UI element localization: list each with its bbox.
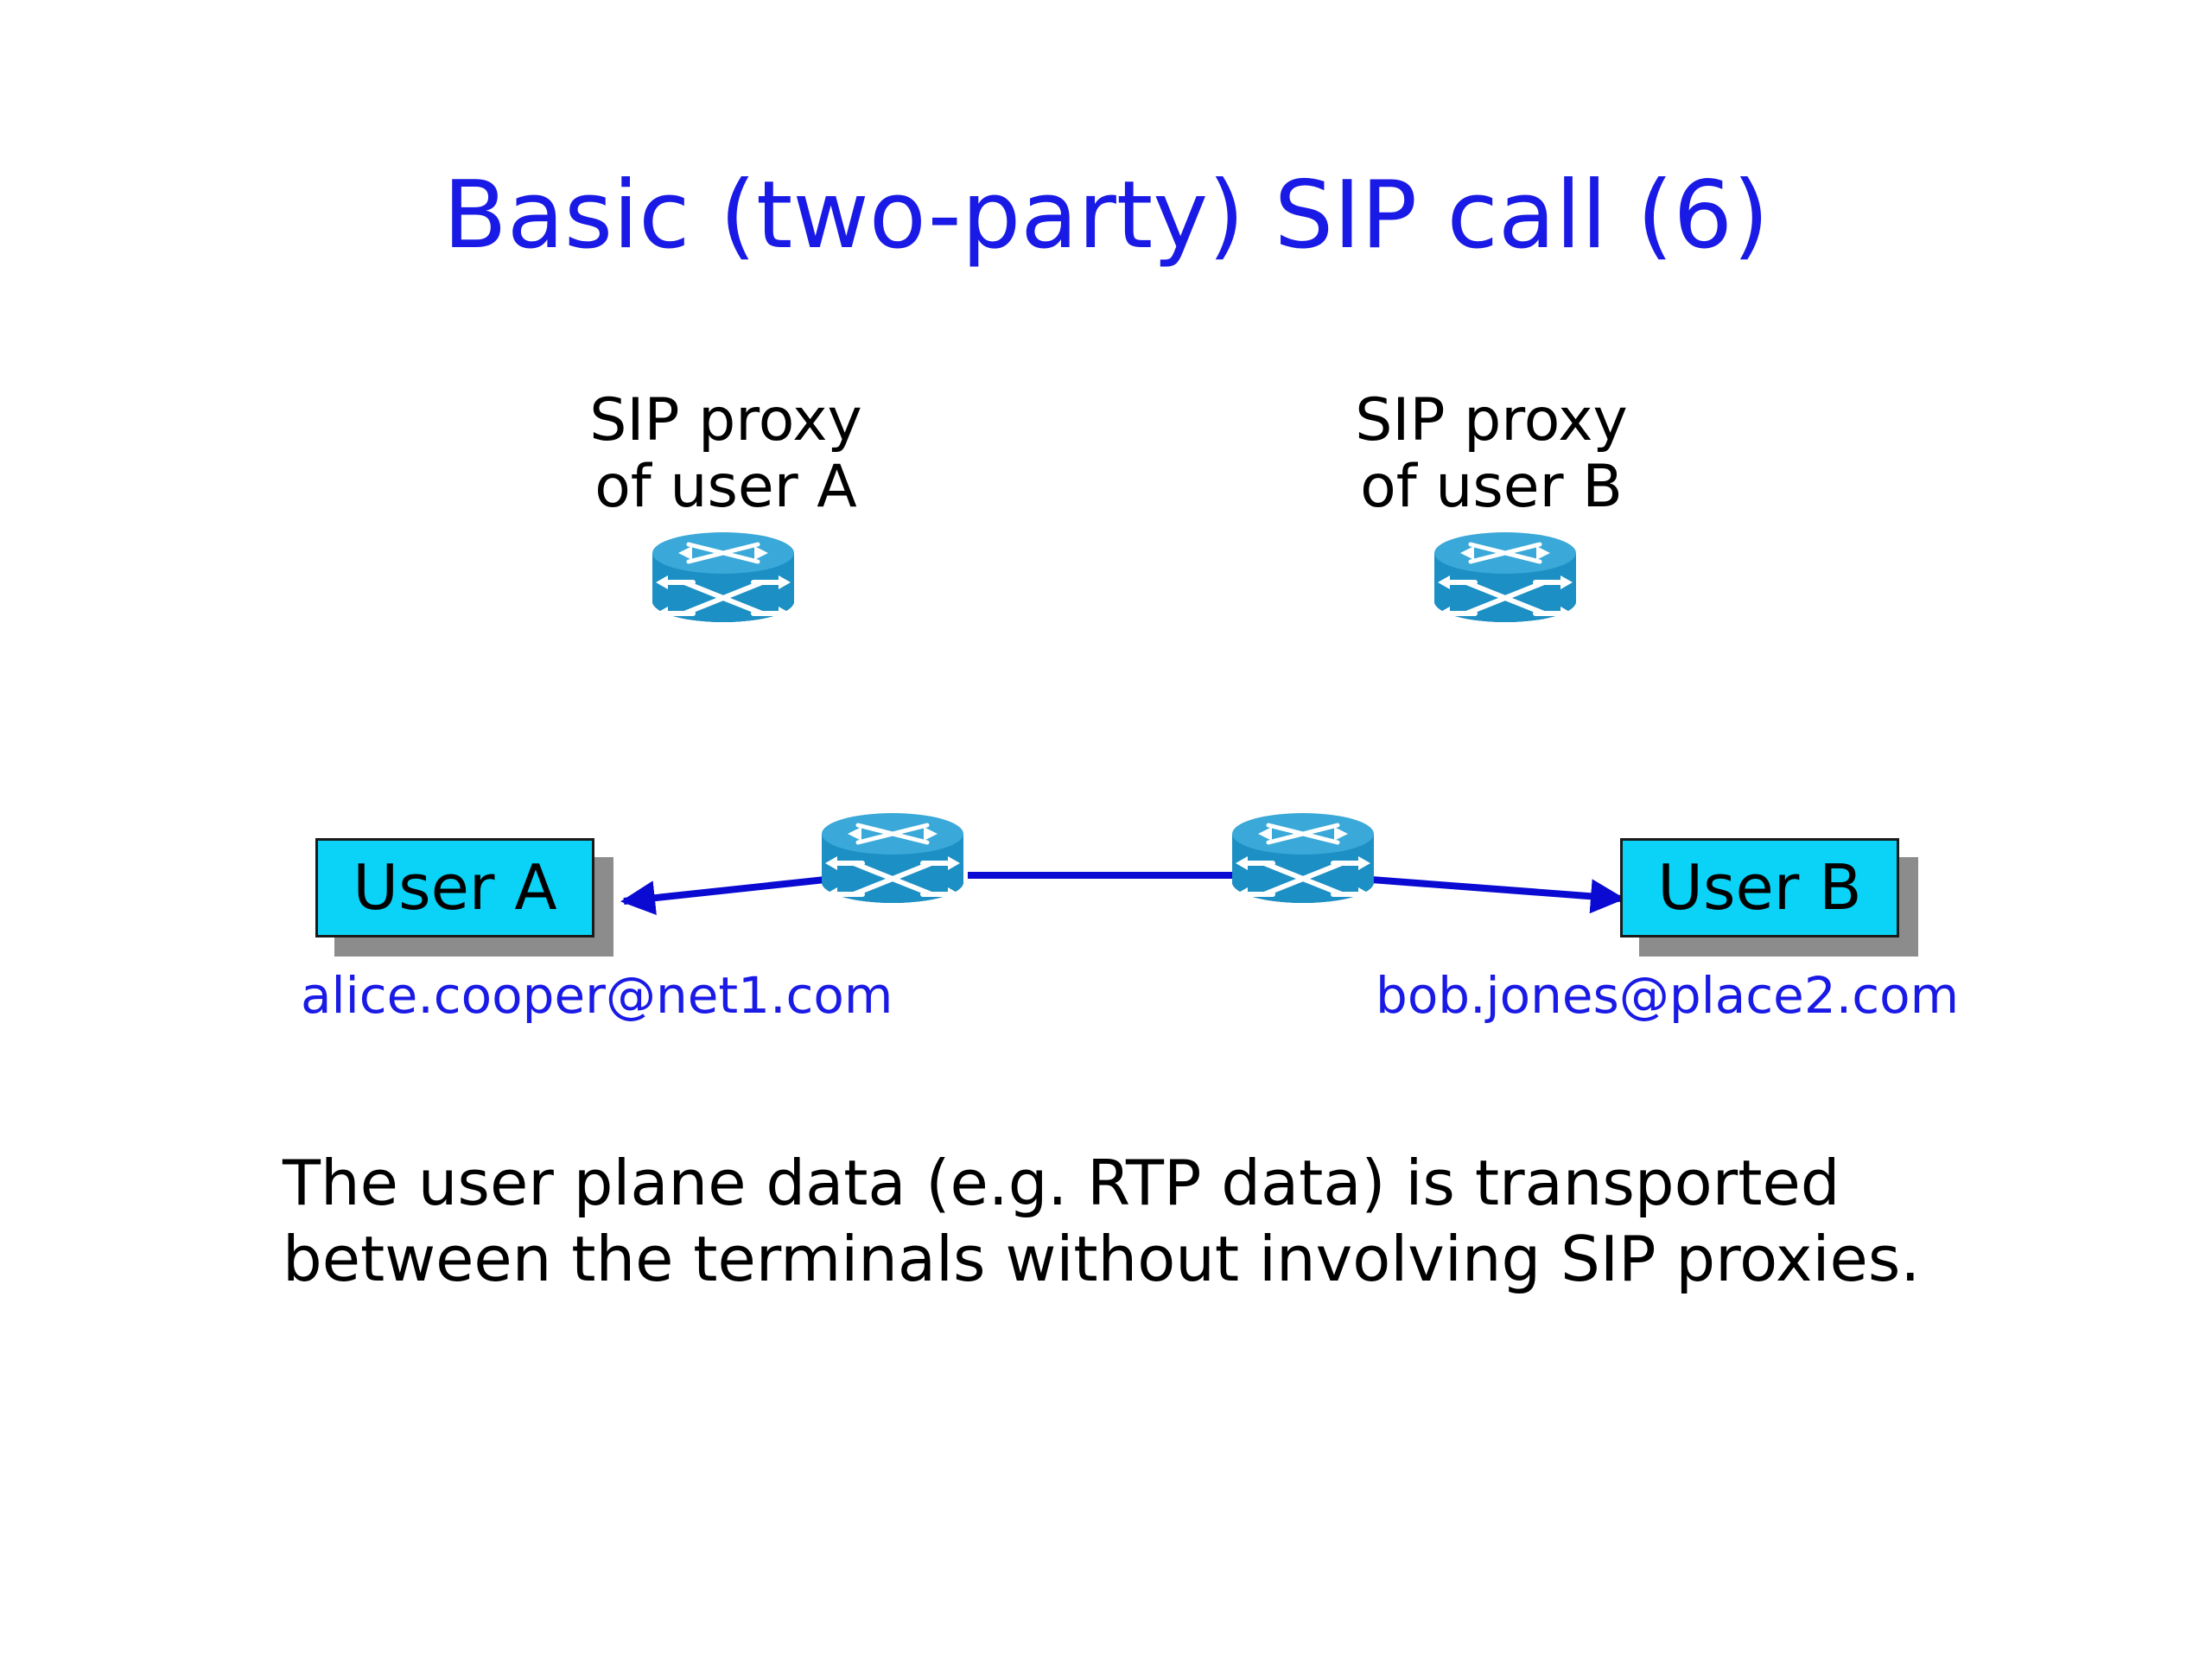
caption-line2: between the terminals without involving … (283, 1223, 1921, 1295)
caption-line1: The user plane data (e.g. RTP data) is t… (283, 1147, 1840, 1219)
proxy-a-label-line1: SIP proxy (589, 386, 862, 454)
link-router-a-to-user-a (620, 876, 826, 916)
link-router-b-to-user-b (1370, 876, 1625, 914)
proxy-a-label: SIP proxy of user A (518, 387, 933, 520)
user-a-email: alice.cooper@net1.com (301, 966, 893, 1025)
user-b-email: bob.jones@place2.com (1376, 966, 1960, 1025)
proxy-a-label-line2: of user A (594, 453, 857, 521)
edge-router-a-icon (822, 813, 963, 903)
slide-title: Basic (two-party) SIP call (6) (442, 162, 1770, 270)
user-a-box: User A (315, 838, 594, 938)
slide-caption: The user plane data (e.g. RTP data) is t… (283, 1145, 1920, 1297)
edge-router-b-icon (1232, 813, 1374, 903)
proxy-b-router-icon (1434, 532, 1576, 622)
proxy-b-label: SIP proxy of user B (1284, 387, 1699, 520)
user-b-box: User B (1620, 838, 1899, 938)
proxy-a-router-icon (652, 532, 794, 622)
proxy-b-label-line1: SIP proxy (1355, 386, 1628, 454)
proxy-b-label-line2: of user B (1360, 453, 1623, 521)
